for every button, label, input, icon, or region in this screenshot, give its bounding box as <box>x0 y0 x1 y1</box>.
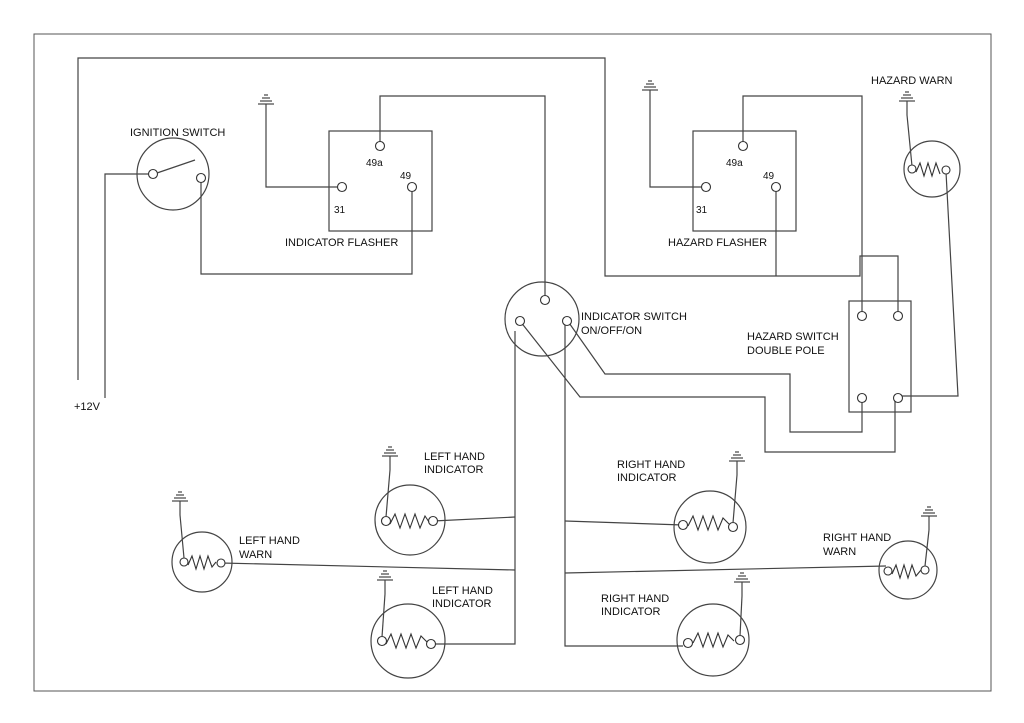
ground-symbol <box>898 91 916 116</box>
ground-symbol <box>381 446 399 471</box>
indicator-flasher-label: INDICATOR FLASHER <box>285 237 398 249</box>
ground-symbol <box>728 451 746 476</box>
left-hand-indicator-lower-label: LEFT HAND <box>432 585 493 597</box>
ground-symbol <box>171 491 189 516</box>
indicator-flasher <box>328 130 433 232</box>
right-hand-indicator-upper-label: RIGHT HAND <box>617 459 685 471</box>
right-hand-indicator-upper-label-2: INDICATOR <box>617 472 677 484</box>
indicator-switch <box>504 281 580 357</box>
left-hand-indicator-upper-label-2: INDICATOR <box>424 464 484 476</box>
right-hand-warn-lamp <box>878 529 938 600</box>
right-hand-indicator-lower-label: RIGHT HAND <box>601 593 669 605</box>
ground-symbol <box>733 572 751 597</box>
ground-symbol <box>257 94 275 119</box>
diagram-border <box>33 33 992 692</box>
right-hand-indicator-lower-label-2: INDICATOR <box>601 606 661 618</box>
hazard-warn-lamp <box>903 140 961 198</box>
left-hand-indicator-upper-lamp <box>374 469 446 556</box>
right-hand-warn-label: RIGHT HAND <box>823 532 891 544</box>
hazard-warn-label: HAZARD WARN <box>871 75 953 87</box>
left-hand-warn-label-2: WARN <box>239 549 272 561</box>
indicator-flasher-term-49a: 49a <box>366 158 383 169</box>
left-hand-warn-label: LEFT HAND <box>239 535 300 547</box>
left-hand-indicator-upper-label: LEFT HAND <box>424 451 485 463</box>
ground-symbol <box>376 570 394 595</box>
indicator-flasher-term-31: 31 <box>334 205 346 216</box>
right-hand-indicator-upper-lamp <box>673 474 747 564</box>
hazard-flasher <box>692 130 797 232</box>
supply-label: +12V <box>74 401 101 413</box>
indicator-switch-label: INDICATOR SWITCH <box>581 311 687 323</box>
ignition-switch-label: IGNITION SWITCH <box>130 127 225 139</box>
ground-symbol <box>920 506 938 531</box>
indicator-flasher-term-49: 49 <box>400 171 412 182</box>
hazard-switch <box>848 300 912 413</box>
hazard-flasher-term-49: 49 <box>763 171 775 182</box>
left-hand-indicator-lower-label-2: INDICATOR <box>432 598 492 610</box>
ground-symbol <box>641 80 659 105</box>
hazard-flasher-term-31: 31 <box>696 205 708 216</box>
hazard-flasher-term-49a: 49a <box>726 158 743 169</box>
hazard-switch-label: HAZARD SWITCH <box>747 331 839 343</box>
left-hand-indicator-lower-lamp <box>370 593 446 679</box>
hazard-switch-type-label: DOUBLE POLE <box>747 345 825 357</box>
indicator-switch-mode-label: ON/OFF/ON <box>581 325 642 337</box>
wires <box>77 57 959 647</box>
ignition-switch <box>136 137 210 211</box>
hazard-flasher-label: HAZARD FLASHER <box>668 237 767 249</box>
right-hand-indicator-lower-lamp <box>676 595 750 677</box>
left-hand-warn-lamp <box>171 514 233 593</box>
right-hand-warn-label-2: WARN <box>823 546 856 558</box>
